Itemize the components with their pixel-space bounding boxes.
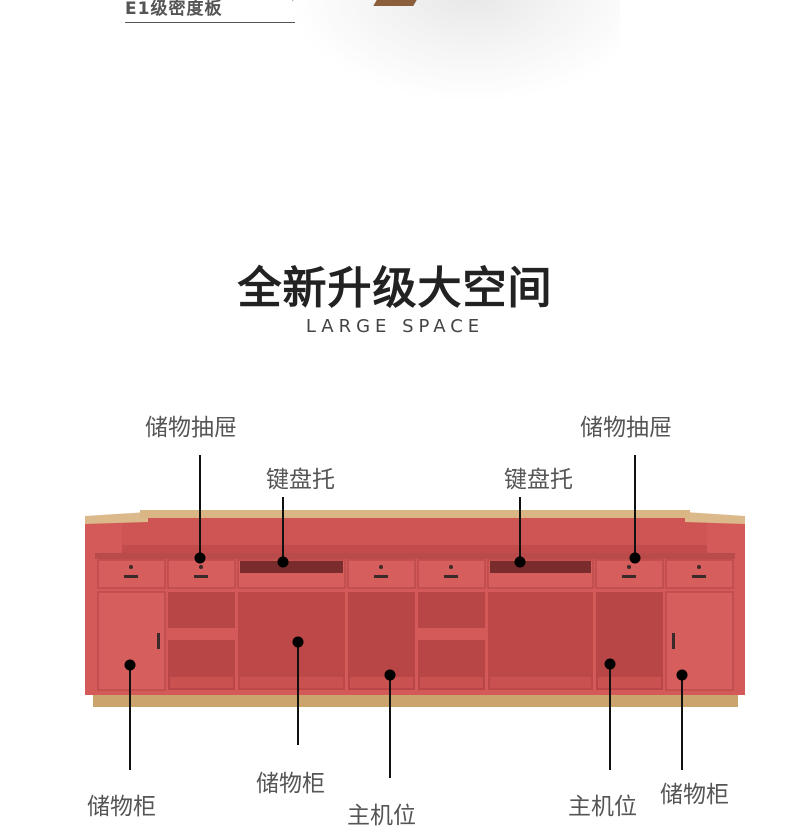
countertop-back <box>140 510 690 518</box>
drawer-4 <box>417 559 486 589</box>
drawer-1 <box>97 559 166 589</box>
callout-storage-cabinet-right: 储物柜 <box>660 782 729 808</box>
callout-storage-cabinet-left: 储物柜 <box>87 794 156 820</box>
callout-leaders <box>129 455 683 778</box>
host-bay-2 <box>596 592 663 690</box>
callout-host-position-left: 主机位 <box>347 803 416 829</box>
section-subtitle: LARGE SPACE <box>305 316 485 337</box>
lower-compartments <box>97 591 734 691</box>
drawer-5 <box>595 559 664 589</box>
open-shelf-1 <box>168 592 235 690</box>
callout-host-position-right: 主机位 <box>568 794 637 820</box>
callout-storage-cabinet-center: 储物柜 <box>256 771 325 797</box>
callout-keyboard-tray-left: 键盘托 <box>266 467 335 493</box>
reception-counter-illustration <box>85 455 745 778</box>
open-bay-2 <box>488 592 593 690</box>
open-shelf-2 <box>418 592 485 690</box>
product-shadow-backdrop <box>290 0 620 100</box>
open-bay-1 <box>238 592 345 690</box>
host-bay-1 <box>348 592 415 690</box>
material-label-underline <box>125 22 295 23</box>
cabinet-door-right <box>665 591 734 691</box>
section-title: 全新升级大空间 <box>237 263 553 314</box>
callout-storage-drawer-left: 储物抽屉 <box>145 415 237 441</box>
cabinet-door-left <box>97 591 166 691</box>
countertop-right <box>685 512 745 524</box>
drawer-handles <box>124 565 706 578</box>
counter-base <box>93 693 738 707</box>
callout-dots <box>124 552 688 681</box>
drawer-6 <box>665 559 734 589</box>
countertop-left <box>85 512 148 524</box>
callout-storage-drawer-right: 储物抽屉 <box>580 415 672 441</box>
callout-keyboard-tray-right: 键盘托 <box>504 467 573 493</box>
material-label: E1级密度板 <box>125 0 223 19</box>
drawer-row <box>97 559 734 589</box>
drawer-2 <box>167 559 236 589</box>
drawer-3 <box>347 559 416 589</box>
